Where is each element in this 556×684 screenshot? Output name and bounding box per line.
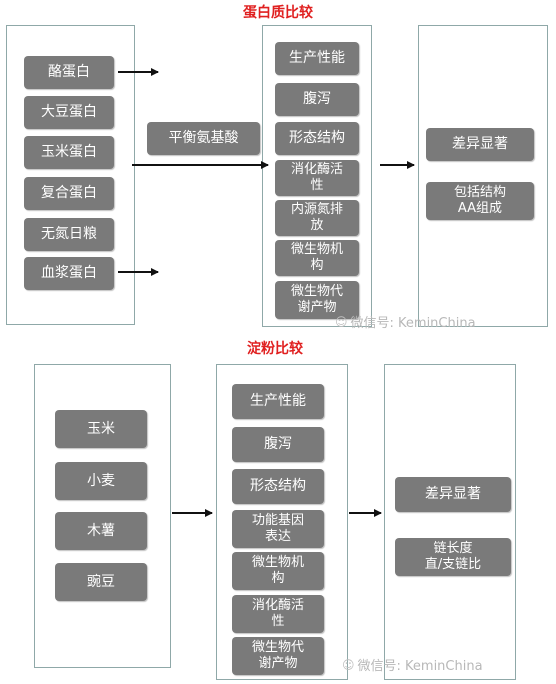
starch-source-corn: 玉米 (55, 410, 147, 448)
starch-source-cassava: 木薯 (55, 512, 147, 550)
starch-result-significant: 差异显著 (395, 477, 511, 512)
starch-result-panel (384, 364, 516, 680)
starch-effect-enzyme: 消化酶活 性 (232, 595, 324, 633)
protein-effect-microbe-metabolite: 微生物代 谢产物 (275, 281, 359, 319)
wechat-icon: ☺ (342, 657, 355, 672)
starch-watermark-text: 微信号: KeminChina (357, 659, 483, 674)
wechat-icon: ☺ (335, 314, 348, 329)
starch-title: 淀粉比较 (247, 341, 303, 357)
protein-result-significant: 差异显著 (426, 128, 534, 161)
starch-result-chain-length: 链长度 直/支链比 (395, 538, 511, 576)
starch-watermark: ☺ 微信号: KeminChina (342, 655, 483, 675)
protein-source-casein: 酪蛋白 (24, 56, 114, 89)
starch-effect-microbe-structure: 微生物机 构 (232, 552, 324, 590)
protein-result-panel (418, 25, 548, 327)
starch-source-wheat: 小麦 (55, 462, 147, 500)
protein-watermark-text: 微信号: KeminChina (350, 316, 476, 331)
starch-effect-morphology: 形态结构 (232, 469, 324, 504)
starch-effect-diarrhea: 腹泻 (232, 427, 324, 462)
protein-balanced-amino-acid: 平衡氨基酸 (147, 122, 260, 155)
protein-source-soy: 大豆蛋白 (24, 96, 114, 129)
starch-effect-microbe-metabolite: 微生物代 谢产物 (232, 637, 324, 675)
protein-source-nitrogen-free: 无氮日粮 (24, 218, 114, 251)
starch-source-pea: 豌豆 (55, 563, 147, 601)
protein-result-aa-composition: 包括结构 AA组成 (426, 182, 534, 220)
protein-source-compound: 复合蛋白 (24, 177, 114, 210)
protein-effect-endogenous-n: 内源氮排 放 (275, 200, 359, 236)
protein-effect-performance: 生产性能 (275, 42, 359, 75)
protein-effect-morphology: 形态结构 (275, 122, 359, 155)
protein-effect-diarrhea: 腹泻 (275, 83, 359, 116)
protein-effect-enzyme: 消化酶活 性 (275, 160, 359, 196)
protein-source-corn: 玉米蛋白 (24, 136, 114, 169)
protein-effect-microbe-structure: 微生物机 构 (275, 240, 359, 276)
starch-effect-performance: 生产性能 (232, 384, 324, 419)
protein-watermark: ☺ 微信号: KeminChina (335, 312, 476, 332)
protein-title: 蛋白质比较 (243, 5, 313, 21)
protein-source-plasma: 血浆蛋白 (24, 257, 114, 290)
starch-effect-gene-expression: 功能基因 表达 (232, 510, 324, 548)
